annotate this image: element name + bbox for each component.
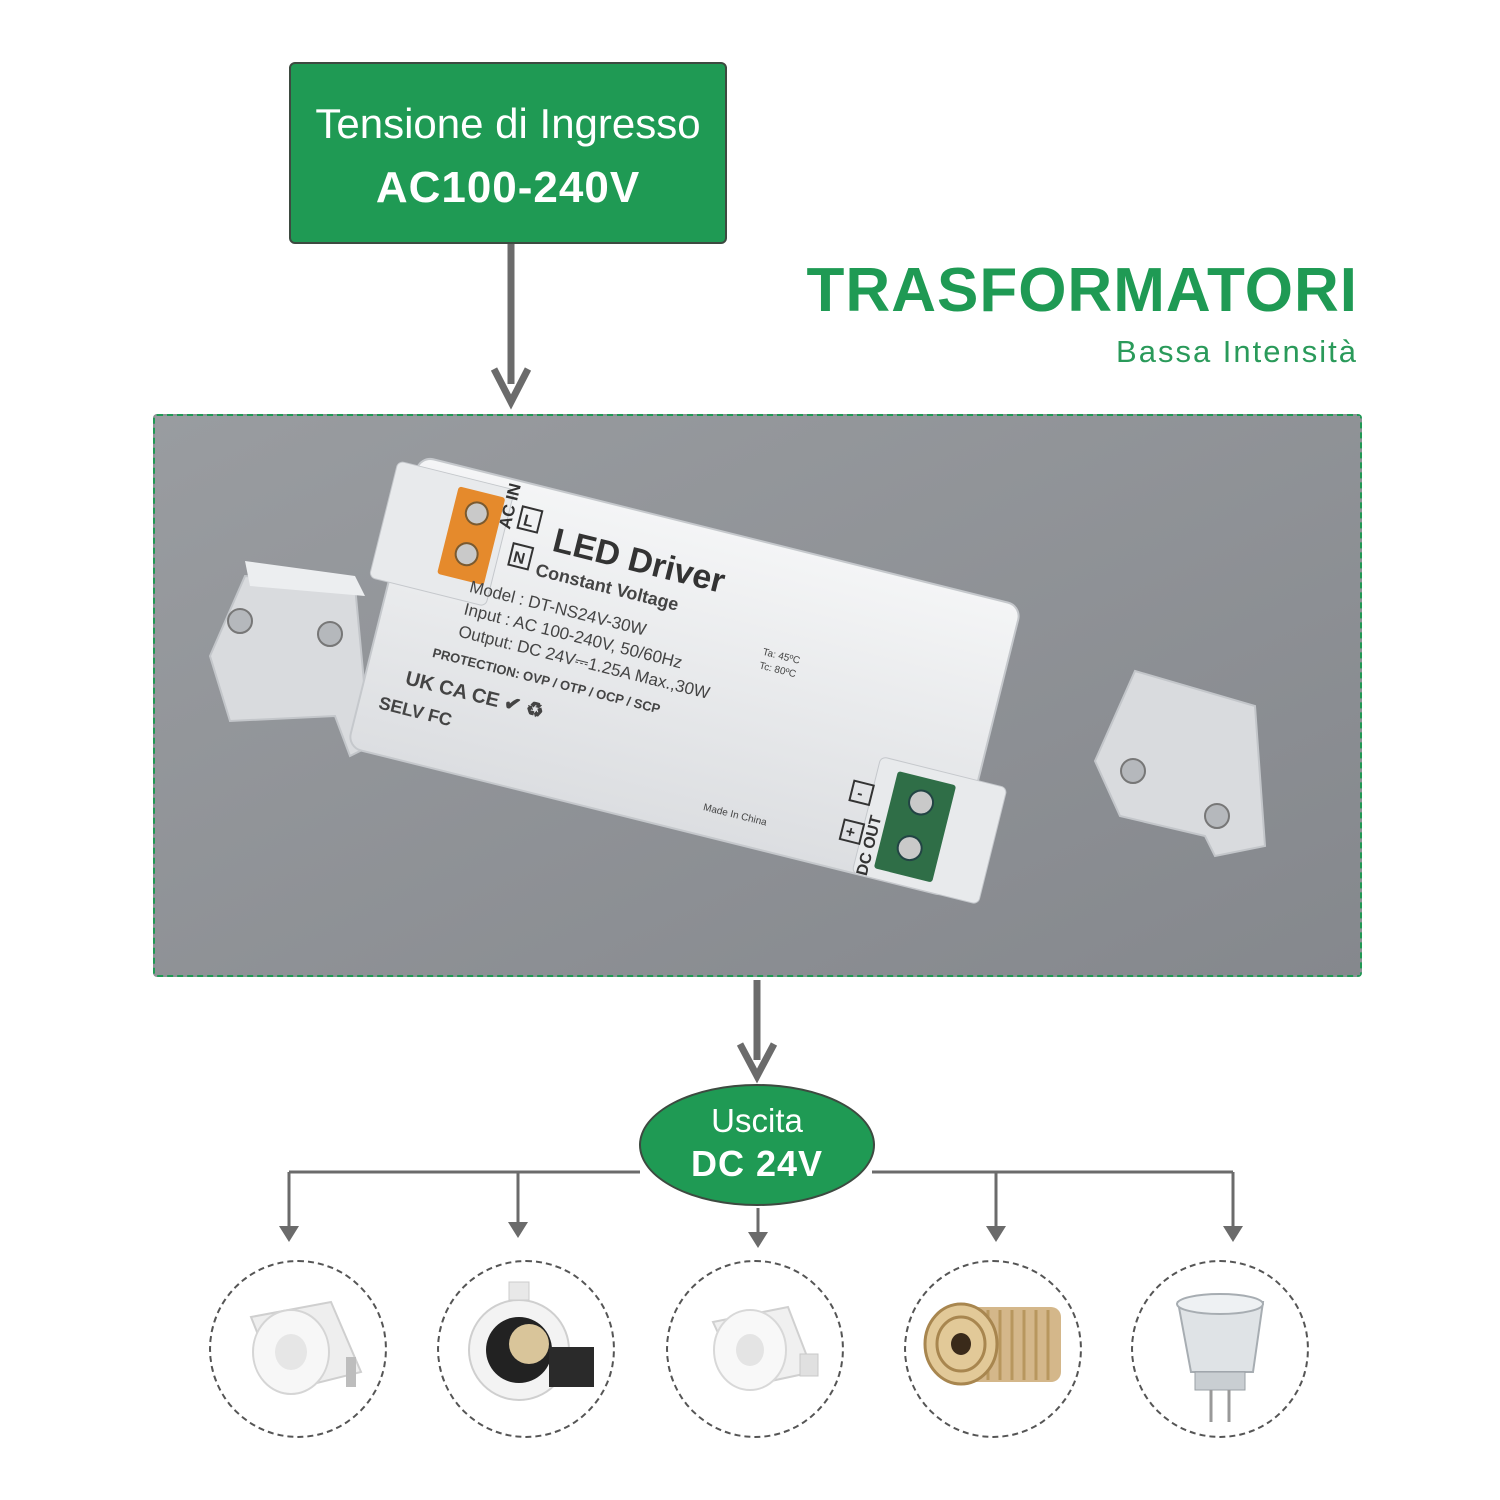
led-driver-body: AC IN L N LED Driver Constant Voltage Mo… [349,457,1020,904]
input-voltage-label: Tensione di Ingresso [315,100,701,147]
terminal-n-label: N [511,549,526,568]
input-voltage-value: AC100-240V [375,163,641,212]
lamp-recessed-downlight [437,1260,615,1438]
output-voltage-ellipse: Uscita DC 24V [639,1084,875,1206]
lamp-mr16-spot [209,1260,387,1438]
dc-output-terminal [874,771,956,882]
lamp-gu10-spot [666,1260,844,1438]
input-arrow [490,244,532,410]
lamp-led-strip [904,1260,1082,1438]
led-driver-illustration: AC IN L N LED Driver Constant Voltage Mo… [155,416,1360,975]
terminal-cover-left [208,561,372,758]
glass-bulb-icon [1176,1293,1265,1422]
page-title: TRASFORMATORI [806,256,1358,325]
dc-plus-label: + [844,823,857,842]
terminal-l-label: L [521,512,535,531]
led-strip-icon [923,1302,1061,1386]
output-voltage-label: Uscita [711,1102,803,1139]
output-voltage-value: DC 24V [690,1143,824,1184]
lamp-mr11-glass [1131,1260,1309,1438]
downlight-icon [468,1281,594,1401]
product-photo-frame: AC IN L N LED Driver Constant Voltage Mo… [153,414,1362,977]
spotlight-icon [249,1300,363,1395]
distribution-lines [279,1170,1243,1248]
dc-minus-label: - [855,785,864,803]
page-subtitle: Bassa Intensità [1116,334,1358,369]
terminal-cover-right [1093,669,1267,858]
input-voltage-box: Tensione di Ingresso AC100-240V [289,62,727,244]
gu10-icon [711,1305,819,1391]
output-arrow [736,980,778,1084]
